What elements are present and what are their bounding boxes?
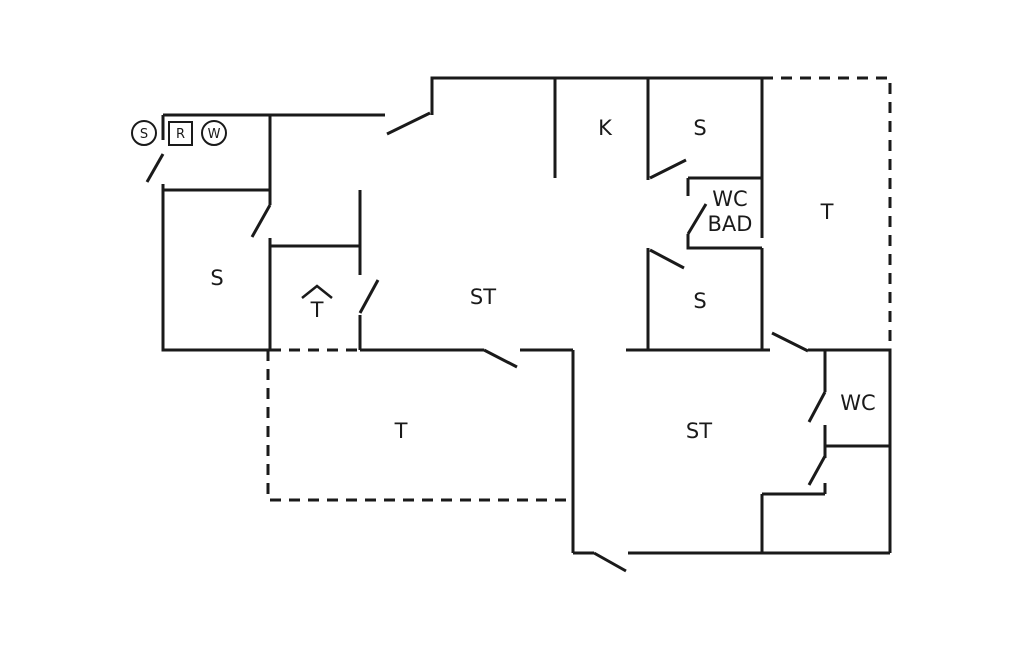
room-label-terrace-right: T: [820, 200, 834, 224]
room-label-bedroom-left: S: [210, 266, 223, 290]
r-square-icon: [168, 121, 193, 146]
door-symbol-corner: [145, 153, 165, 183]
room-label-living-top: ST: [470, 285, 496, 309]
door-swings: [145, 111, 827, 573]
door-bedroom-left: [250, 204, 272, 238]
room-label-terrace-bottom: T: [394, 419, 408, 443]
door-kitchen-bedroom: [649, 158, 687, 180]
room-label-bedroom-mid: S: [693, 289, 706, 313]
room-label-bad: BAD: [708, 212, 753, 236]
door-stair: [358, 279, 380, 314]
symbol-s-label: S: [140, 127, 148, 142]
w-circle-icon: [201, 120, 227, 146]
room-labels: K S WC BAD T S T ST S T ST WC: [210, 116, 875, 443]
door-storage-right: [807, 455, 827, 486]
door-terrace-right: [771, 331, 809, 353]
room-label-living-bottom: ST: [686, 419, 712, 443]
walls: [161, 76, 892, 555]
door-bedroom-mid: [649, 248, 685, 270]
room-label-kitchen: K: [598, 116, 613, 140]
s-circle-icon: [131, 120, 157, 146]
symbol-r-label: R: [176, 127, 185, 142]
door-wc-right: [807, 391, 827, 423]
door-terrace-bottom: [483, 348, 518, 369]
room-label-bedroom-top: S: [693, 116, 706, 140]
door-wc-bad: [686, 203, 708, 235]
stair-arrow-icon: [301, 284, 333, 299]
room-label-wc-right: WC: [840, 391, 875, 415]
symbol-w-label: W: [208, 127, 221, 142]
room-label-stair: T: [310, 298, 324, 322]
utility-symbols: S R W: [131, 120, 227, 146]
room-label-wc: WC: [712, 187, 747, 211]
door-entrance-top: [386, 111, 431, 136]
terrace-dashed-outlines: [266, 76, 892, 502]
door-exit-bottom: [593, 551, 627, 573]
